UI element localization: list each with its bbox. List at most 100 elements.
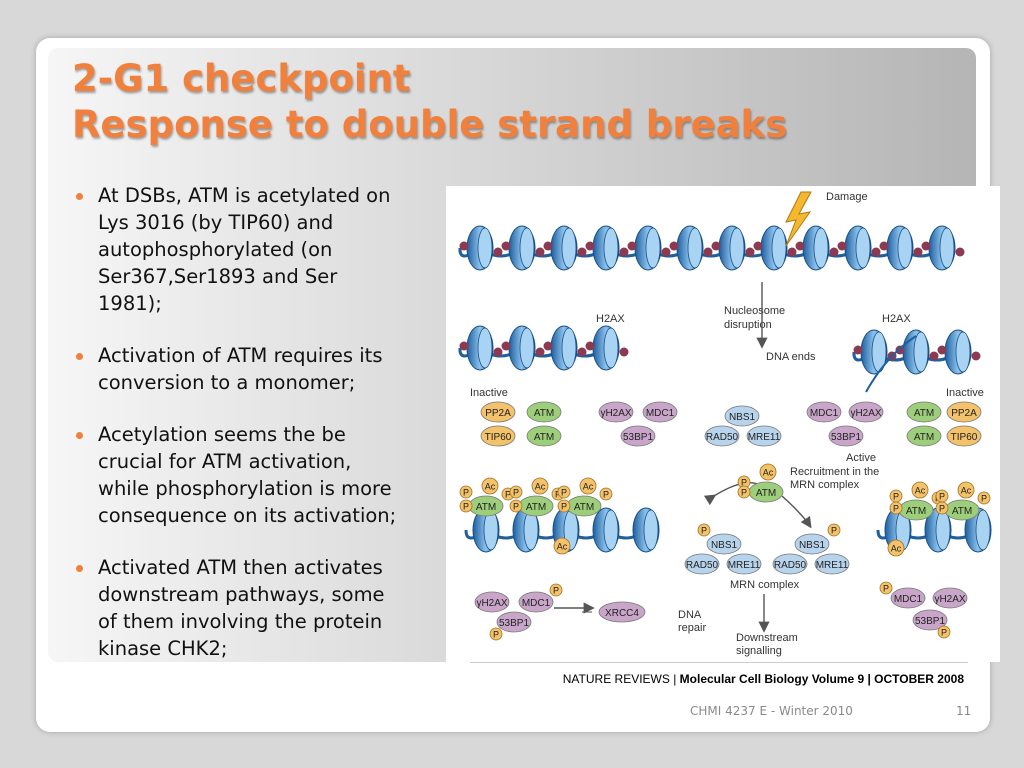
modification-label: P — [553, 586, 559, 596]
protein-oval — [526, 425, 562, 447]
protein-oval — [518, 591, 554, 613]
protein-label: RAD50 — [706, 432, 739, 443]
nucleosome-face — [645, 227, 661, 269]
modification-label: P — [981, 494, 987, 504]
modification-label: P — [555, 490, 561, 500]
lightning-icon — [785, 191, 812, 247]
h2ax-left-label: H2AX — [596, 313, 625, 325]
dna-strand — [852, 350, 959, 362]
chromatin-bottom — [464, 507, 992, 553]
slide-title: 2-G1 checkpoint Response to double stran… — [72, 56, 787, 148]
mrn-complex-label: MRN complex — [730, 579, 800, 591]
modification-label: P — [893, 492, 899, 502]
modification-label: Ac — [961, 486, 972, 496]
protein-oval — [814, 553, 850, 575]
histone-tail-icon — [971, 351, 981, 361]
protein-label: ATM — [534, 408, 554, 419]
histone-tail-icon — [711, 241, 721, 251]
histone-tail-icon — [577, 247, 587, 257]
protein-label: ATM — [534, 432, 554, 443]
modification-icon — [889, 501, 903, 515]
nucleosome-face — [939, 227, 955, 269]
protein-label: γH2AX — [600, 408, 631, 419]
histone-tail-icon — [501, 341, 511, 351]
histone-tail-icon — [543, 241, 553, 251]
bullet-item: Activation of ATM requires its conversio… — [74, 342, 454, 396]
bullet-text: Acetylation seems the be crucial for ATM… — [98, 423, 397, 527]
protein-label: 53BP1 — [623, 432, 653, 443]
modification-label: P — [741, 478, 747, 488]
histone-tail-icon — [879, 241, 889, 251]
modification-label: P — [741, 488, 747, 498]
nd-line1: Nucleosome — [724, 305, 785, 317]
nucleosome-face — [813, 227, 829, 269]
histone-tail-icon — [493, 347, 503, 357]
protein-label: 53BP1 — [831, 432, 861, 443]
protein-oval — [746, 425, 782, 447]
modification-label: P — [513, 502, 519, 512]
protein-oval — [772, 553, 808, 575]
protein-label: RAD50 — [686, 560, 719, 571]
histone-tail-icon — [745, 247, 755, 257]
protein-label: XRCC4 — [605, 608, 639, 619]
modification-icon — [459, 485, 473, 499]
protein-oval — [480, 425, 516, 447]
protein-label: MRE11 — [816, 560, 849, 571]
arrow-right-curve — [781, 495, 812, 529]
protein-oval — [684, 553, 720, 575]
citation: NATURE REVIEWS | Molecular Cell Biology … — [563, 672, 964, 686]
modification-label: P — [463, 488, 469, 498]
protein-label: MDC1 — [522, 598, 551, 609]
modification-icon — [977, 491, 991, 505]
protein-label: NBS1 — [711, 540, 738, 551]
page-number: 11 — [956, 704, 972, 718]
protein-label: MRE11 — [728, 560, 761, 571]
modification-icon — [553, 537, 571, 555]
modification-label: P — [505, 490, 511, 500]
protein-label: PP2A — [951, 408, 977, 419]
protein-label: TIP60 — [485, 432, 512, 443]
histone-tail-icon — [955, 247, 965, 257]
nucleosome-face — [771, 227, 787, 269]
histone-tail-icon — [937, 345, 947, 355]
protein-label: RAD50 — [774, 560, 807, 571]
modification-icon — [481, 477, 499, 495]
modification-icon — [697, 523, 711, 537]
protein-label: MDC1 — [894, 594, 923, 605]
chromatin-top — [458, 225, 965, 271]
protein-oval — [828, 425, 864, 447]
modification-label: P — [513, 488, 519, 498]
modification-icon — [579, 477, 597, 495]
protein-label: 53BP1 — [915, 616, 945, 627]
modification-icon — [509, 499, 523, 513]
modification-label: P — [463, 502, 469, 512]
bullet-text: At DSBs, ATM is acetylated on Lys 3016 (… — [98, 184, 391, 315]
h2ax-right-label: H2AX — [882, 313, 911, 325]
modification-label: Ac — [535, 482, 546, 492]
protein-oval — [526, 401, 562, 423]
protein-oval — [906, 425, 942, 447]
histone-tail-icon — [795, 241, 805, 251]
histone-tail-icon — [669, 241, 679, 251]
histone-tail-icon — [837, 241, 847, 251]
histone-tail-icon — [703, 247, 713, 257]
histone-tail-icon — [459, 341, 469, 351]
histone-tail-icon — [921, 241, 931, 251]
protein-label: TIP60 — [951, 432, 978, 443]
protein-oval — [946, 425, 982, 447]
modification-label: Ac — [915, 486, 926, 496]
modification-label: P — [603, 490, 609, 500]
bullet-list: At DSBs, ATM is acetylated on Lys 3016 (… — [74, 182, 454, 687]
histone-tail-icon — [577, 347, 587, 357]
modification-label: Ac — [763, 468, 774, 478]
nucleosome-face — [913, 331, 929, 373]
histone-tail-icon — [753, 241, 763, 251]
protein-label: MDC1 — [646, 408, 675, 419]
divider-line — [470, 662, 968, 663]
inactive-left-label: Inactive — [470, 387, 508, 399]
protein-label: ATM — [574, 502, 594, 513]
